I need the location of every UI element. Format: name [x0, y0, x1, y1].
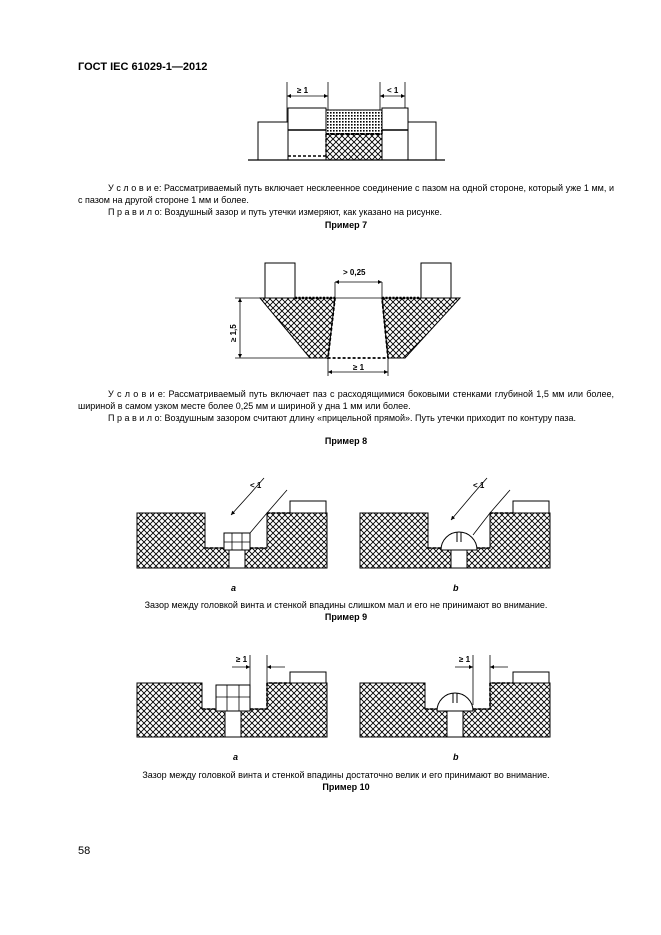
- example7-figure: ≥ 1 < 1: [248, 82, 445, 161]
- page-number: 58: [78, 845, 91, 857]
- example10b-figure: ≥ 1: [359, 655, 551, 738]
- ex9b-dim: < 1: [473, 481, 485, 490]
- ex8-rule: П р а в и л о: Воздушным зазором считают…: [108, 413, 577, 423]
- ex8-dim-bottom: ≥ 1: [353, 363, 365, 372]
- ex9-label-b: b: [453, 583, 459, 593]
- example8-figure: > 0,25 ≥ 1,5 ≥ 1: [229, 262, 462, 376]
- ex9a-dim: < 1: [250, 481, 262, 490]
- ex7-condition: У с л о в и е: Рассматриваемый путь вклю…: [78, 183, 614, 205]
- ex10-caption: Пример 10: [322, 782, 370, 792]
- ex10-text: Зазор между головкой винта и стенкой впа…: [142, 770, 550, 780]
- ex8-caption: Пример 8: [324, 436, 368, 446]
- ex8-dim-side: ≥ 1,5: [229, 324, 238, 342]
- example10a-figure: ≥ 1: [136, 655, 328, 738]
- ex10b-dim: ≥ 1: [459, 655, 471, 664]
- ex7-rule: П р а в и л о: Воздушный зазор и путь ут…: [108, 207, 443, 217]
- ex8-dim-top: > 0,25: [343, 268, 366, 277]
- example9b-figure: < 1: [359, 477, 551, 569]
- ex7-dim-right: < 1: [387, 86, 399, 95]
- ex7-caption: Пример 7: [324, 220, 368, 230]
- ex9-label-a: a: [231, 583, 237, 593]
- example9a-figure: < 1: [136, 477, 328, 569]
- ex10a-dim: ≥ 1: [236, 655, 248, 664]
- ex10-label-b: b: [453, 752, 459, 762]
- ex10-label-a: a: [233, 752, 239, 762]
- ex7-dim-left: ≥ 1: [297, 86, 309, 95]
- document-header: ГОСТ IEC 61029-1—2012: [78, 61, 208, 73]
- ex9-text: Зазор между головкой винта и стенкой впа…: [144, 600, 548, 610]
- ex8-condition: У с л о в и е: Рассматриваемый путь вклю…: [78, 389, 614, 411]
- ex9-caption: Пример 9: [324, 612, 368, 622]
